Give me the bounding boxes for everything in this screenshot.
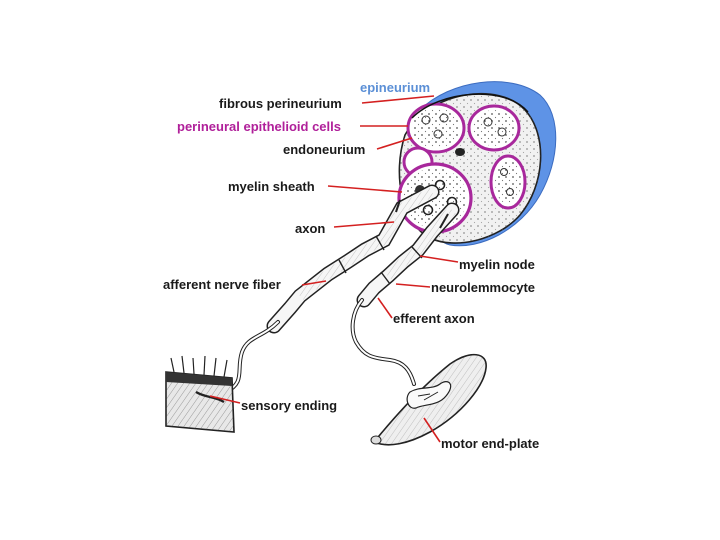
leader-lines xyxy=(209,95,459,443)
label-myelin-node: myelin node xyxy=(459,257,535,272)
label-fibrous-perineurium: fibrous perineurium xyxy=(219,96,342,111)
label-motor-end-plate: motor end-plate xyxy=(441,436,540,451)
label-neurolemmocyte: neurolemmocyte xyxy=(431,280,536,295)
label-efferent-axon: efferent axon xyxy=(393,311,475,326)
label-perineural-epithelioid-cells: perineural epithelioid cells xyxy=(177,119,341,134)
label-sensory-ending: sensory ending xyxy=(241,398,338,413)
label-axon: axon xyxy=(295,221,326,236)
label-myelin-sheath: myelin sheath xyxy=(228,179,315,194)
label-epineurium: epineurium xyxy=(360,80,431,95)
label-afferent-nerve-fiber: afferent nerve fiber xyxy=(163,277,281,292)
skin-block xyxy=(165,355,235,433)
fascicle-group xyxy=(397,102,527,234)
label-endoneurium: endoneurium xyxy=(283,142,366,157)
emerging-fibers xyxy=(266,184,460,334)
muscle-fiber xyxy=(370,353,487,446)
